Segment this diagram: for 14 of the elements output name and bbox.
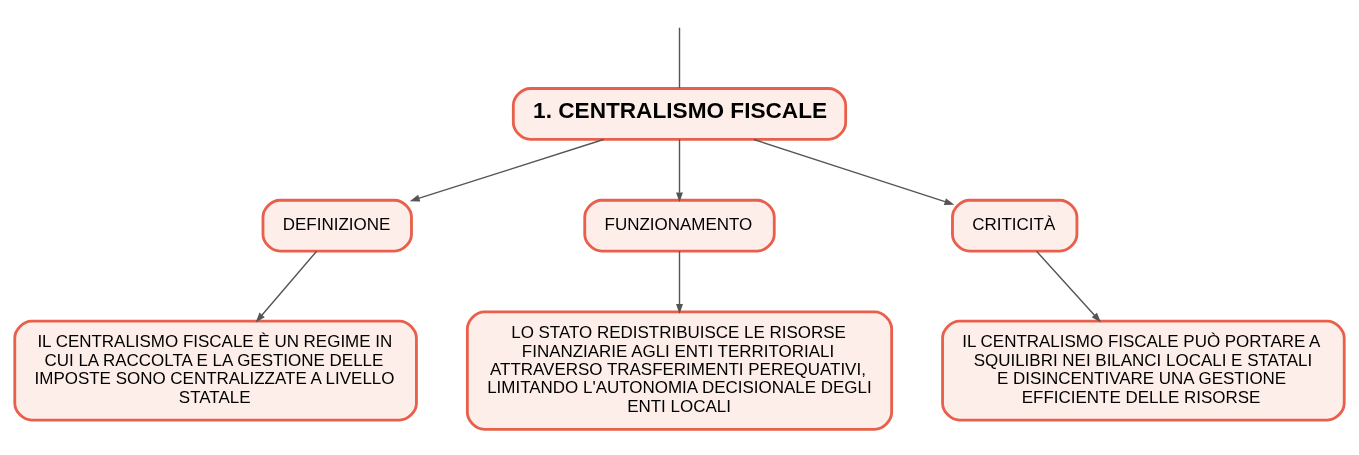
node-box: DEFINIZIONE — [261, 198, 413, 253]
connector — [678, 26, 681, 89]
node-box: FUNZIONAMENTO — [583, 198, 776, 253]
arrow — [409, 138, 605, 201]
node-box: IL CENTRALISMO FISCALE PUÒ PORTARE A SQUILIBRI NEI BILANCI LOCALI E STATALI E DISINCENTIVARE UNA GESTIONE EFFICIENTE DELLE RISORSE — [941, 319, 1346, 422]
arrow — [676, 138, 683, 202]
arrow — [753, 138, 955, 205]
node-box: LO STATO REDISTRIBUISCE LE RISORSE FINANZIARIE AGLI ENTI TERRITORIALI ATTRAVERSO TRASFERIMENTI PEREQUATIVI, LIMITANDO L'AUTONOMIA DECISIONALE DEGLI ENTI LOCALI — [465, 310, 894, 431]
node-box: 1. CENTRALISMO FISCALE — [511, 86, 848, 141]
arrow — [676, 250, 683, 314]
arrow — [255, 250, 318, 322]
node-box: CRITICITÀ — [951, 198, 1079, 253]
node-box: IL CENTRALISMO FISCALE È UN REGIME IN CUI LA RACCOLTA E LA GESTIONE DELLE IMPOSTE SONO CENTRALIZZATE A LIVELLO STATALE — [13, 319, 418, 422]
arrow — [1035, 250, 1101, 322]
